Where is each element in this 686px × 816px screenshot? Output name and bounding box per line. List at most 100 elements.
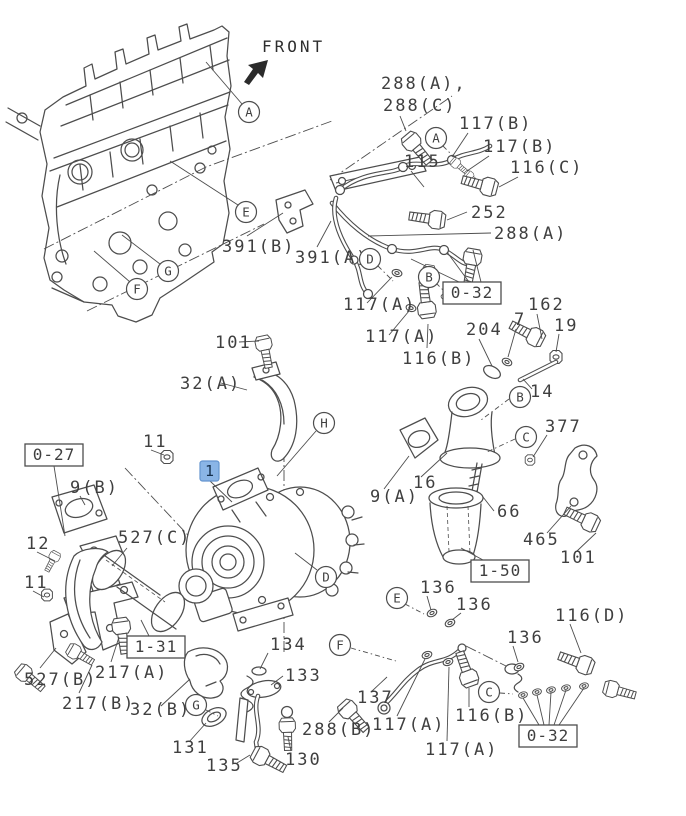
part-label-136[interactable]: 136: [456, 595, 493, 615]
leader-line: [121, 234, 161, 265]
bolt-icon: [601, 678, 638, 704]
view-letter-E: E: [393, 591, 401, 606]
leader-line: [480, 398, 510, 421]
ref-box-label[interactable]: 1-31: [135, 637, 178, 656]
view-letter-circle-E-11: [385, 586, 409, 610]
part-label-288C[interactable]: 288(C): [383, 96, 456, 116]
part-label-117B[interactable]: 117(B): [483, 137, 556, 157]
part-1-50-drawing: [428, 487, 484, 509]
part-label-391A[interactable]: 391(A): [295, 248, 368, 268]
bolt-icon: [248, 743, 290, 778]
view-letter-C: C: [485, 685, 493, 700]
part-label-465[interactable]: 465: [523, 530, 560, 550]
part-label-217B[interactable]: 217(B): [62, 694, 135, 714]
flange-133-drawing: [246, 679, 282, 699]
leakoff-pipes-drawing: [275, 143, 493, 300]
ref-box-150-3[interactable]: [470, 559, 530, 583]
ref-box-label[interactable]: 0-32: [451, 283, 494, 302]
part-label-116B[interactable]: 116(B): [402, 349, 475, 369]
part-label-7[interactable]: 7: [514, 310, 526, 330]
water-outlet-drawing: [399, 386, 598, 565]
view-letter-A: A: [432, 131, 440, 146]
part-label-288B[interactable]: 288(B): [302, 720, 375, 740]
leader-line: [451, 132, 469, 158]
part-label-527B[interactable]: 527(B): [24, 670, 97, 690]
leader-line: [426, 323, 429, 349]
part-label-134[interactable]: 134: [270, 635, 307, 655]
part-label-16[interactable]: 16: [413, 473, 437, 493]
part-label-162[interactable]: 162: [528, 295, 565, 315]
part-label-117B[interactable]: 117(B): [459, 114, 532, 134]
part-label-252[interactable]: 252: [471, 203, 508, 223]
part-label-131[interactable]: 131: [172, 738, 209, 758]
leader-line: [482, 496, 495, 512]
turbocharger-drawing: [178, 361, 365, 632]
leader-line: [294, 552, 318, 571]
washer-icon: [517, 690, 529, 700]
part-label-32A[interactable]: 32(A): [180, 374, 241, 394]
view-letter-B: B: [425, 270, 433, 285]
ref-box-label[interactable]: 1-50: [479, 561, 522, 580]
eye-ring-icon: [280, 705, 294, 719]
part-label-204[interactable]: 204: [466, 320, 503, 340]
part-label-115[interactable]: 115: [404, 152, 441, 172]
spacer-204-icon: [483, 364, 501, 380]
part-label-9A[interactable]: 9(A): [370, 487, 419, 507]
part-label-527C[interactable]: 527(C): [118, 528, 191, 548]
leader-line: [111, 547, 128, 567]
leader-line: [420, 452, 448, 478]
view-letter-circle-B-6: [417, 265, 441, 289]
part-label-19[interactable]: 19: [554, 316, 578, 336]
part-label-116B[interactable]: 116(B): [455, 706, 528, 726]
leader-line: [220, 382, 248, 391]
leader-line: [536, 694, 545, 726]
part-label-288A[interactable]: 288(A),: [381, 74, 467, 94]
part-label-288A[interactable]: 288(A): [494, 224, 567, 244]
part-label-9B[interactable]: 9(B): [70, 478, 119, 498]
ref-box-label[interactable]: 0-27: [33, 445, 76, 464]
view-letter-circle-F-3: [125, 277, 149, 301]
part-label-66[interactable]: 66: [497, 502, 521, 522]
highlight-box[interactable]: [199, 460, 220, 482]
ref-box-131-2[interactable]: [126, 635, 186, 659]
part-label-116D[interactable]: 116(D): [555, 606, 628, 626]
leader-line: [270, 675, 284, 686]
part-label-117A[interactable]: 117(A): [343, 295, 416, 315]
highlighted-part-1[interactable]: 1: [199, 460, 233, 503]
leader-line: [472, 249, 482, 283]
part-label-11[interactable]: 11: [143, 432, 167, 452]
leader-line: [478, 338, 493, 367]
part-label-136[interactable]: 136: [507, 628, 544, 648]
part-label-32B[interactable]: 32(B): [130, 700, 191, 720]
leader-line: [276, 430, 317, 477]
part-label-116C[interactable]: 116(C): [510, 158, 583, 178]
ref-box-032-4[interactable]: [518, 724, 578, 748]
leader-line: [383, 455, 410, 490]
view-letter-B: B: [516, 390, 524, 405]
part-label-217A[interactable]: 217(A): [95, 663, 168, 683]
part-label-377[interactable]: 377: [545, 417, 582, 437]
ref-box-label[interactable]: 0-32: [527, 726, 570, 745]
part-label-133[interactable]: 133: [285, 666, 322, 686]
washer-icon: [420, 649, 434, 661]
part-label-117A[interactable]: 117(A): [425, 740, 498, 760]
part-label-391B[interactable]: 391(B): [222, 237, 295, 257]
highlighted-part-label[interactable]: 1: [205, 462, 214, 480]
part-label-135[interactable]: 135: [206, 756, 243, 776]
part-label-101[interactable]: 101: [215, 333, 252, 353]
part-label-11[interactable]: 11: [24, 573, 48, 593]
part-label-14[interactable]: 14: [530, 382, 554, 402]
ref-box-032-1[interactable]: [442, 281, 502, 305]
part-label-117A[interactable]: 117(A): [372, 715, 445, 735]
part-label-136[interactable]: 136: [420, 578, 457, 598]
part-label-137[interactable]: 137: [357, 688, 394, 708]
leader-line: [536, 313, 543, 340]
ref-box-027-0[interactable]: [24, 443, 84, 467]
part-label-130[interactable]: 130: [285, 750, 322, 770]
leader-line: [396, 658, 426, 717]
part-label-117A[interactable]: 117(A): [365, 327, 438, 347]
part-label-101[interactable]: 101: [560, 548, 597, 568]
part-label-12[interactable]: 12: [26, 534, 50, 554]
